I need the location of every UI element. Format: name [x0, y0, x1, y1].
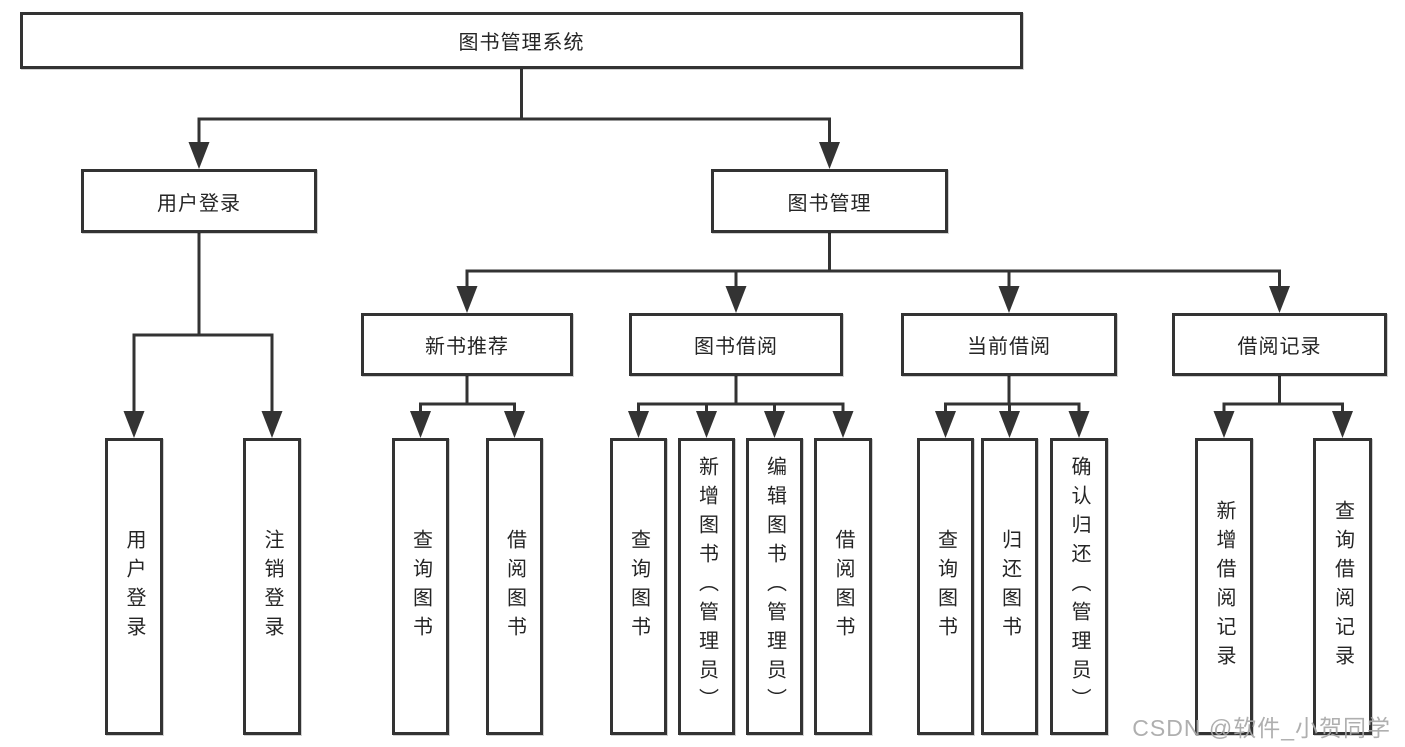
leaf-br-add-record: 新增借阅记录 [1195, 438, 1253, 735]
node-book-borrow: 图书借阅 [629, 313, 843, 376]
node-root: 图书管理系统 [20, 12, 1023, 69]
leaf-cb-query-books: 查询图书 [917, 438, 974, 735]
node-new-book-recommend: 新书推荐 [361, 313, 573, 376]
leaf-user-login: 用户登录 [105, 438, 163, 735]
leaf-nb-query-books: 查询图书 [392, 438, 449, 735]
node-user-login: 用户登录 [81, 169, 317, 233]
node-current-borrow: 当前借阅 [901, 313, 1117, 376]
leaf-bb-borrow-books: 借阅图书 [814, 438, 872, 735]
leaf-bb-query-books: 查询图书 [610, 438, 667, 735]
watermark: CSDN @软件_小贺同学 [1132, 715, 1391, 741]
leaf-cb-return-books: 归还图书 [981, 438, 1038, 735]
leaf-bb-edit-books-admin: 编辑图书（管理员） [746, 438, 803, 735]
leaf-logout: 注销登录 [243, 438, 301, 735]
leaf-cb-confirm-return-admin: 确认归还（管理员） [1050, 438, 1108, 735]
node-book-management: 图书管理 [711, 169, 948, 233]
leaf-nb-borrow-books: 借阅图书 [486, 438, 543, 735]
node-borrow-records: 借阅记录 [1172, 313, 1387, 376]
leaf-br-query-record: 查询借阅记录 [1313, 438, 1372, 735]
leaf-bb-add-books-admin: 新增图书（管理员） [678, 438, 735, 735]
